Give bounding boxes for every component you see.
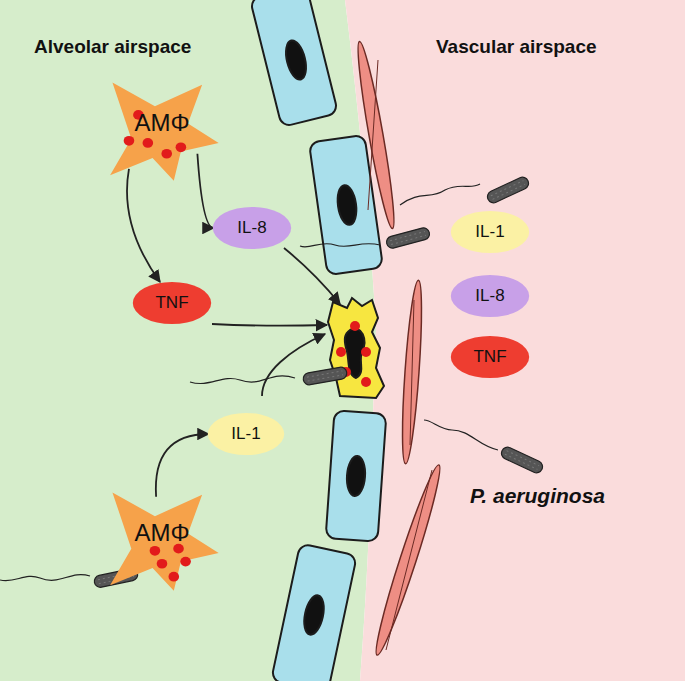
macrophage-node: AMΦ xyxy=(103,76,221,184)
cytokine-label: IL-8 xyxy=(475,286,504,306)
cytokine-node: IL-1 xyxy=(207,412,285,456)
cytokine-node: IL-8 xyxy=(450,274,530,318)
cytokine-label: TNF xyxy=(473,347,506,367)
cytokine-node: IL-8 xyxy=(212,206,292,250)
secretion-arrow xyxy=(197,154,213,228)
cytokine-label: TNF xyxy=(155,293,188,313)
region-label: Vascular airspace xyxy=(436,36,597,58)
cytokine-node: TNF xyxy=(132,281,212,325)
macrophage-node: AMΦ xyxy=(103,486,221,594)
cytokine-node: IL-1 xyxy=(450,210,530,254)
cytokine-label: IL-1 xyxy=(475,222,504,242)
cytokine-label: IL-8 xyxy=(237,218,266,238)
cytokine-node: TNF xyxy=(450,335,530,379)
cytokine-label: IL-1 xyxy=(231,424,260,444)
region-label: Alveolar airspace xyxy=(34,36,191,58)
cell-label: AMΦ xyxy=(134,109,189,137)
secretion-arrow xyxy=(156,434,209,497)
organism-label: P. aeruginosa xyxy=(470,484,605,508)
secretion-arrow xyxy=(127,169,160,282)
cell-label: AMΦ xyxy=(134,519,189,547)
